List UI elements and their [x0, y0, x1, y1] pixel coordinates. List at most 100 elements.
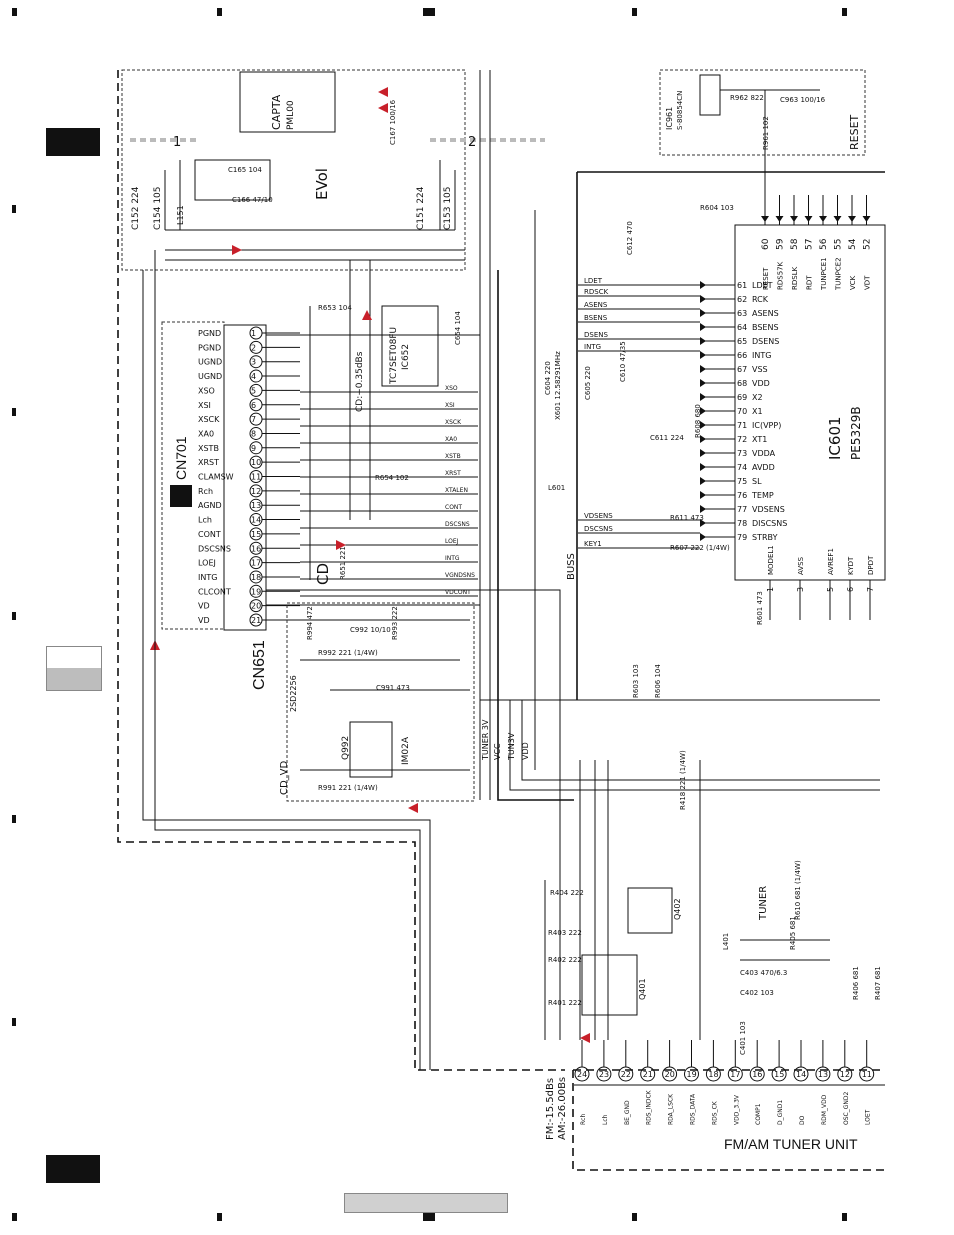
ic601-pin-number: 77	[737, 505, 747, 514]
pin-arrow-icon	[862, 216, 871, 222]
ic601-pin-number: 56	[819, 238, 829, 250]
cn651-net-label: XTALEN	[445, 487, 468, 494]
pin-arrow-icon	[700, 323, 706, 331]
tuner-pin-signal: RDS_DATA	[690, 1093, 697, 1125]
ic601-pin-signal: BSENS	[752, 323, 779, 332]
cn701-pin-signal: CONT	[198, 530, 221, 539]
part-reference: R604 103	[700, 204, 734, 212]
cn701-pin-signal: XA0	[198, 429, 214, 438]
ic601-pin-signal: ASENS	[752, 309, 779, 318]
part-reference: R962 822	[730, 94, 764, 102]
part-reference: R418 221 (1/4W)	[679, 750, 687, 810]
part-reference: R607 222 (1/4W)	[670, 544, 730, 552]
part-reference: C402 103	[740, 989, 774, 997]
part-reference: C604 220	[544, 361, 552, 395]
ic601-pin-number: 7	[866, 587, 875, 592]
bus-net-label: DSENS	[584, 331, 608, 339]
cn701-pin-signal: PGND	[198, 343, 221, 352]
ic601-pin-number: 75	[737, 477, 747, 486]
tuner-pin-number: 22	[621, 1070, 631, 1079]
part-reference: C612 470	[626, 221, 634, 255]
reset-label: RESET	[848, 114, 861, 150]
cn701-pin-signal: VD	[198, 616, 210, 625]
cn701-pin-signal: DSCSNS	[198, 544, 231, 553]
pin-arrow-icon	[700, 491, 706, 499]
svg-text:L151: L151	[176, 205, 185, 225]
cn701-pin-signal: CLCONT	[198, 587, 231, 596]
cn651-net-list: XSOXSIXSCKXA0XSTBXRSTXTALENCONTDSCSNSLOE…	[300, 385, 478, 597]
ic601-pin-number: 60	[761, 238, 771, 250]
pin-arrow-icon	[775, 216, 784, 222]
bus-net-label: RDSCK	[584, 288, 609, 296]
tuner-level-fm: FM:-15.5dBs	[545, 1078, 556, 1140]
ic601-pin-signal: VDT	[864, 275, 872, 290]
part-reference: C963 100/16	[780, 96, 826, 104]
part-reference: L401	[722, 933, 730, 950]
part-reference: R601 473	[756, 591, 764, 625]
pin-arrow-icon	[700, 309, 706, 317]
tuner-pin-list: 24Rch23Lch22BE_GND21RDS_INDCK20RDA_LSCK1…	[574, 1040, 875, 1125]
pin-arrow-icon	[700, 295, 706, 303]
tuner-pin-signal: RDS_INDCK	[646, 1089, 653, 1125]
pin-arrow-icon	[700, 463, 706, 471]
part-reference: R407 681	[874, 966, 882, 1000]
page-footer-bar	[344, 1193, 508, 1213]
tuner-pin-signal: RDS_CK	[711, 1100, 718, 1125]
ic601-pin-signal: KYDT	[847, 556, 855, 575]
wiring	[142, 250, 561, 1070]
cn701-pin-number: 19	[251, 587, 261, 596]
ic601-pin-number: 58	[790, 238, 800, 250]
cn701-pin-number: 10	[251, 458, 261, 467]
cn701-label: CN701	[173, 436, 189, 480]
evol-ic-part: PML00	[286, 100, 296, 130]
tuner-unit-title: FM/AM TUNER UNIT	[724, 1136, 858, 1152]
svg-text:TUN3V: TUN3V	[507, 732, 516, 761]
tuner-pin-number: 12	[840, 1070, 850, 1079]
tuner-sub-label: TUNER	[758, 886, 769, 921]
cd-block: TC7SET08FU IC652 CD:+0.35dBs CD	[309, 260, 439, 585]
ic601-pin-signal: IC(VPP)	[752, 421, 781, 430]
cn651-net-label: LOEJ	[445, 538, 459, 545]
part-reference: R606 104	[654, 664, 662, 698]
ic601-pin-signal: DPDT	[867, 555, 875, 575]
cn701-pin-number: 5	[251, 386, 256, 395]
tuner-pin-signal: Lch	[602, 1114, 609, 1125]
ic961-label: IC961	[665, 107, 674, 130]
part-reference: R403 222	[548, 929, 582, 937]
cn701-pin-number: 9	[251, 444, 256, 453]
cn701-pin-number: 3	[251, 358, 256, 367]
ic601-pin-signal: X1	[752, 407, 763, 416]
svg-text:VDD: VDD	[521, 742, 530, 760]
cn651-net-label: XSTB	[445, 453, 461, 460]
ic601-pin-number: 74	[737, 463, 747, 472]
ic601-pin-signal: VDSENS	[752, 505, 785, 514]
cn701-pin-signal: UGND	[198, 372, 222, 381]
ic601-pin-number: 6	[846, 587, 855, 592]
part-reference: R405 681	[789, 916, 797, 950]
pin-arrow-icon	[761, 216, 769, 222]
ic601-pin-number: 67	[737, 365, 747, 374]
cn701-pin-number: 13	[251, 501, 261, 510]
cn701-pin-signal: XRST	[198, 458, 219, 467]
tuner-pin-number: 24	[577, 1070, 587, 1079]
ic601-pin-number: 66	[737, 351, 747, 360]
pin-arrow-icon	[700, 477, 706, 485]
ic601-pin-signal: SL	[752, 477, 762, 486]
part-reference: R961 102	[762, 116, 770, 150]
section-marker-bottom	[46, 1155, 100, 1183]
part-reference: C401 103	[739, 1021, 747, 1055]
pin-arrow-icon	[700, 505, 706, 513]
ic601-pin-number: 62	[737, 295, 747, 304]
tuner-pin-number: 23	[599, 1070, 609, 1079]
cn701-pin-signal: XSTB	[198, 444, 219, 453]
reset-block: RESET IC961 S-80854CN	[659, 69, 866, 210]
svg-text:VCC: VCC	[493, 743, 502, 760]
ic601-pin-number: 68	[737, 379, 747, 388]
cd-block-label: CD	[314, 563, 332, 585]
part-reference: R651 221	[339, 546, 347, 580]
pin-arrow-icon	[700, 379, 706, 387]
pin-arrow-icon	[700, 533, 706, 541]
ic601-pin-number: 78	[737, 519, 747, 528]
